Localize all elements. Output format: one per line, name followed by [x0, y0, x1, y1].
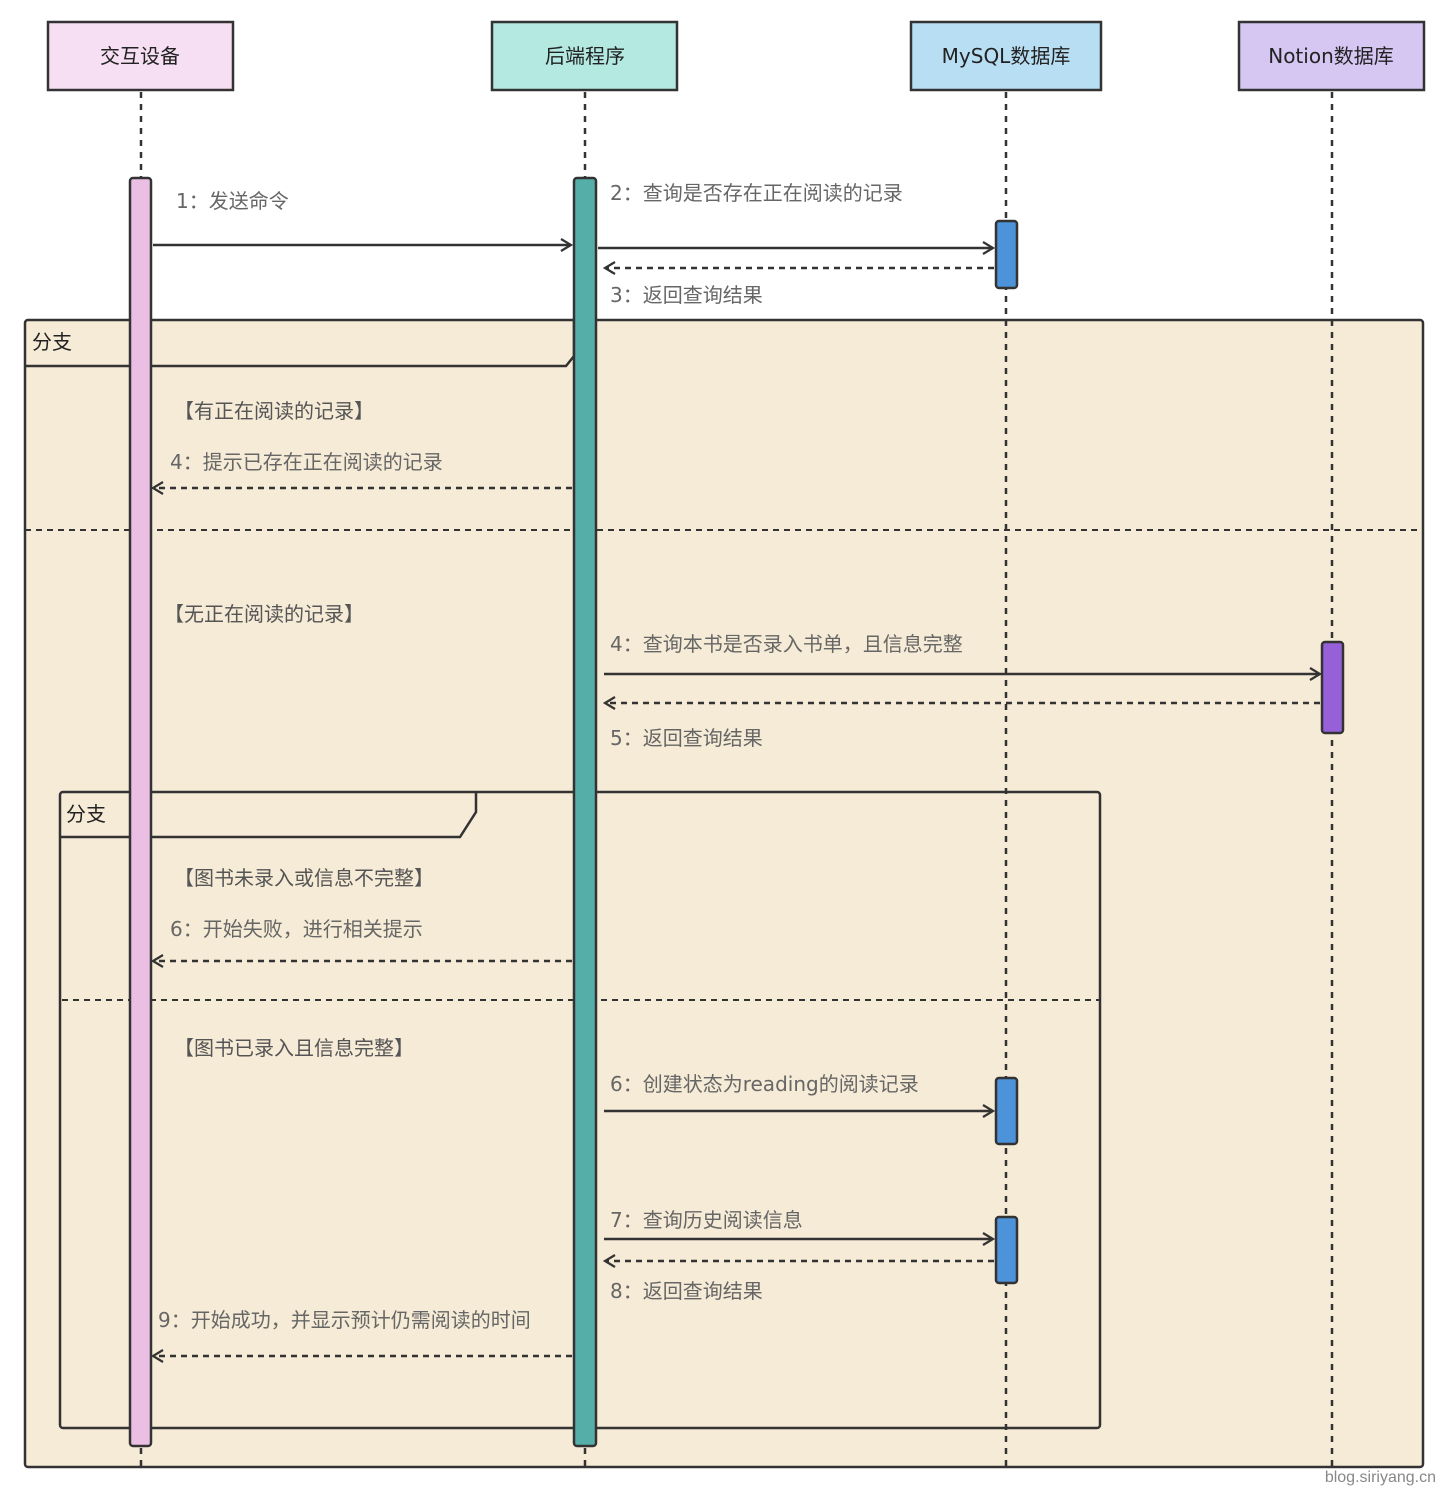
condition-no-reading-record: 【无正在阅读的记录】	[164, 602, 364, 626]
message-5-label: 5：返回查询结果	[610, 726, 763, 750]
message-8-label: 8：返回查询结果	[610, 1279, 763, 1303]
watermark-text: blog.siriyang.cn	[1325, 1469, 1436, 1486]
outer-alt-frame: 分支	[23, 318, 1425, 1469]
participant-mysql: MySQL数据库	[909, 20, 1103, 92]
activation-device	[128, 176, 153, 1448]
condition-book-recorded: 【图书已录入且信息完整】	[174, 1036, 414, 1060]
outer-frame-label: 分支	[32, 330, 72, 354]
message-4a-label: 4：提示已存在正在阅读的记录	[170, 450, 443, 474]
message-6a-label: 6：开始失败，进行相关提示	[170, 917, 423, 941]
activation-mysql-3	[994, 1215, 1019, 1285]
activation-mysql-2	[994, 1076, 1019, 1146]
participant-notion-label: Notion数据库	[1268, 44, 1394, 68]
participant-device-label: 交互设备	[100, 44, 180, 68]
message-2-label: 2：查询是否存在正在阅读的记录	[610, 181, 903, 205]
message-1-label: 1：发送命令	[176, 189, 289, 213]
participant-mysql-label: MySQL数据库	[942, 44, 1071, 68]
participant-notion: Notion数据库	[1237, 20, 1426, 92]
inner-frame-label: 分支	[66, 802, 106, 826]
condition-has-reading-record: 【有正在阅读的记录】	[174, 399, 374, 423]
participant-backend-label: 后端程序	[545, 44, 625, 68]
message-6b-label: 6：创建状态为reading的阅读记录	[610, 1072, 919, 1096]
activation-notion	[1320, 640, 1345, 735]
participant-backend: 后端程序	[490, 20, 679, 92]
activation-mysql-1	[994, 219, 1019, 290]
message-3-label: 3：返回查询结果	[610, 283, 763, 307]
messages	[150, 238, 1323, 1363]
message-4b-label: 4：查询本书是否录入书单，且信息完整	[610, 632, 963, 656]
condition-book-not-recorded: 【图书未录入或信息不完整】	[174, 866, 434, 890]
message-9-label: 9：开始成功，并显示预计仍需阅读的时间	[158, 1308, 531, 1332]
message-7-label: 7：查询历史阅读信息	[610, 1208, 803, 1232]
participant-device: 交互设备	[46, 20, 235, 92]
activation-backend	[572, 176, 598, 1448]
